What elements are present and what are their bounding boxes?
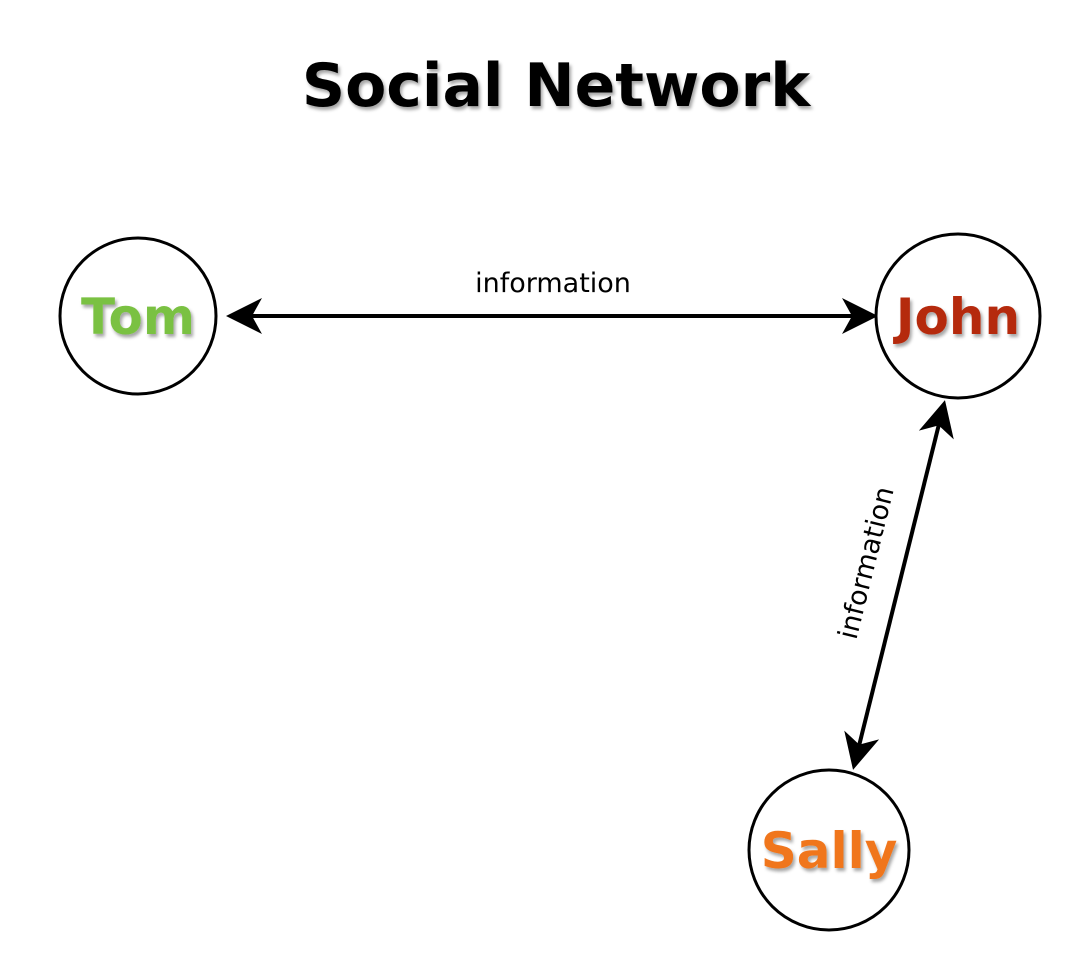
node-tom-label: Tom <box>81 288 195 346</box>
node-john-circle <box>874 232 1042 400</box>
node-john-label: John <box>893 288 1020 346</box>
edge-john-sally-arrow <box>844 400 954 770</box>
edge-tom-john-label: information <box>475 268 631 299</box>
node-tom: Tom <box>58 236 218 396</box>
node-sally-circle <box>747 768 911 932</box>
node-tom-circle <box>58 236 218 396</box>
diagram-title: Social Network <box>302 51 812 121</box>
node-sally-label: Sally <box>761 822 898 880</box>
node-sally: Sally <box>747 768 911 932</box>
node-john: John <box>874 232 1042 400</box>
